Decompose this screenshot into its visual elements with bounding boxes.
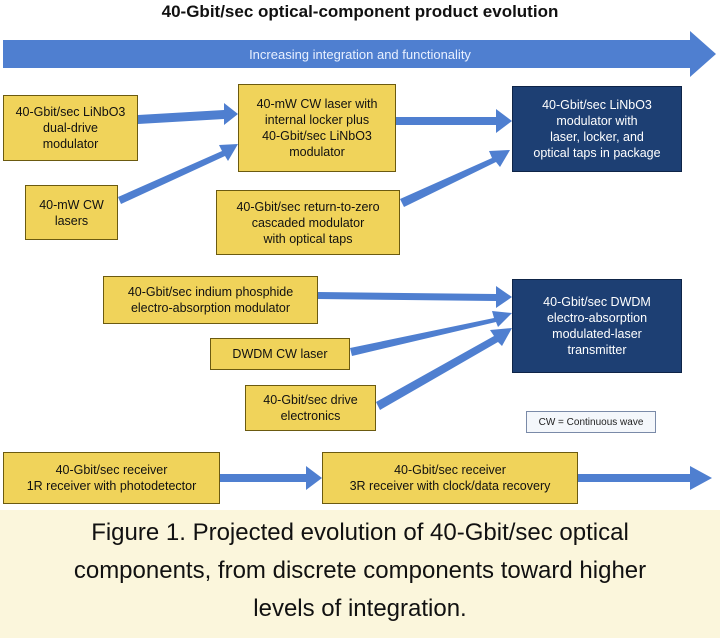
box-1r-receiver: 40-Gbit/sec receiver 1R receiver with ph… <box>3 452 220 504</box>
arrow-b6-to-b7 <box>318 286 512 308</box>
legend-cw-definition: CW = Continuous wave <box>526 411 656 433</box>
integration-banner-arrow <box>3 31 716 77</box>
box-dual-drive-modulator: 40-Gbit/sec LiNbO3 dual-drive modulator <box>3 95 138 161</box>
arrow-b4-to-b2 <box>118 144 238 204</box>
diagram-title: 40-Gbit/sec optical-component product ev… <box>161 2 559 21</box>
figure-caption: Figure 1. Projected evolution of 40-Gbit… <box>73 519 647 622</box>
box-3r-receiver: 40-Gbit/sec receiver 3R receiver with cl… <box>322 452 578 504</box>
box-rz-cascaded-modulator: 40-Gbit/sec return-to-zero cascaded modu… <box>216 190 400 255</box>
integration-banner-label: Increasing integration and functionality <box>249 47 471 62</box>
box-modulator-with-laser-locker-taps: 40-Gbit/sec LiNbO3 modulator with laser,… <box>512 86 682 172</box>
box-drive-electronics: 40-Gbit/sec drive electronics <box>245 385 376 431</box>
arrow-b5-to-b3 <box>400 150 510 207</box>
box-inp-ea-modulator: 40-Gbit/sec indium phosphide electro-abs… <box>103 276 318 324</box>
arrow-b2-to-b3 <box>396 109 512 133</box>
arrow-b1-to-b2 <box>138 103 238 125</box>
arrow-b10-to-b11 <box>220 466 322 490</box>
box-dwdm-cw-laser: DWDM CW laser <box>210 338 350 370</box>
box-cw-lasers: 40-mW CW lasers <box>25 185 118 240</box>
box-dwdm-eml-transmitter: 40-Gbit/sec DWDM electro-absorption modu… <box>512 279 682 373</box>
arrow-b9-to-b7 <box>376 328 512 410</box>
caption-background <box>0 510 720 638</box>
arrow-b8-to-b7 <box>350 311 512 356</box>
arrow-b11-to-right <box>578 466 712 490</box>
box-cw-laser-with-locker-modulator: 40-mW CW laser with internal locker plus… <box>238 84 396 172</box>
